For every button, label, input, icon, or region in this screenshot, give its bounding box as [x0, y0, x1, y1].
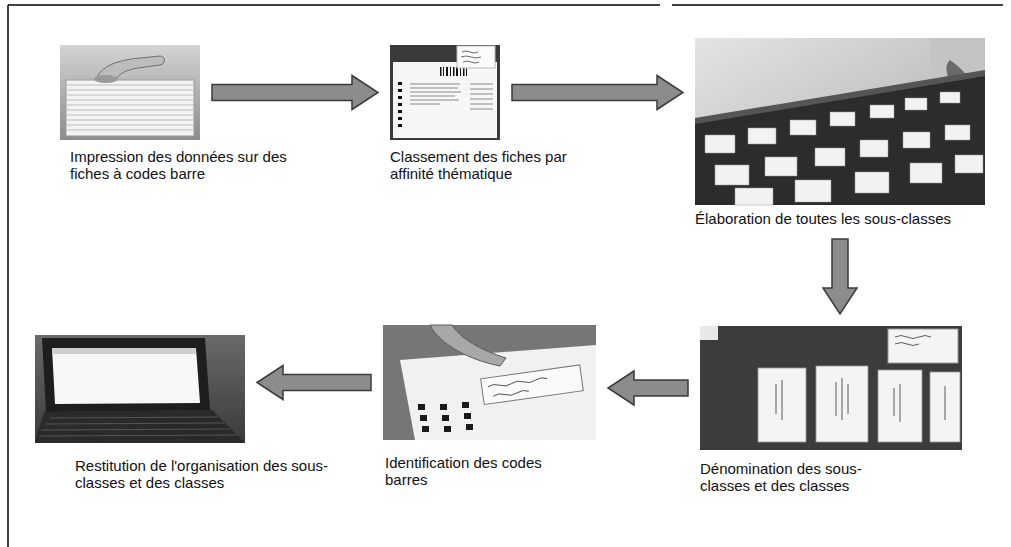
laptop-photo [35, 335, 245, 443]
named-cards-photo [700, 326, 962, 450]
step-caption: Identification des codes barres [385, 454, 575, 488]
barcode-card-photo [390, 45, 500, 140]
block-arrow [212, 76, 378, 110]
step-caption: Restitution de l'organisation des sous-c… [75, 457, 365, 491]
step-photo: Dénomination des sous-classes et des cla… [700, 326, 962, 450]
block-arrow [823, 239, 857, 314]
block-arrow [512, 76, 683, 110]
step-caption: Impression des données sur des fiches à … [70, 148, 310, 182]
block-arrow [257, 366, 371, 400]
step-caption: Élaboration de toutes les sous-classes [695, 210, 955, 227]
paper-stack-photo [60, 45, 200, 140]
step-caption: Classement des fiches par affinité théma… [390, 148, 570, 182]
step-photo: Impression des données sur des fiches à … [60, 45, 200, 140]
step-photo: Classement des fiches par affinité théma… [390, 45, 500, 140]
block-arrow [608, 371, 688, 405]
step-photo: Élaboration de toutes les sous-classes [695, 38, 985, 205]
step-photo: Restitution de l'organisation des sous-c… [35, 335, 245, 443]
frame-lines [8, 5, 1003, 547]
step-photo: Identification des codes barres [383, 325, 596, 440]
step-caption: Dénomination des sous-classes et des cla… [700, 460, 890, 494]
meeting-room-photo [695, 38, 985, 205]
barcode-scan-photo [383, 325, 596, 440]
